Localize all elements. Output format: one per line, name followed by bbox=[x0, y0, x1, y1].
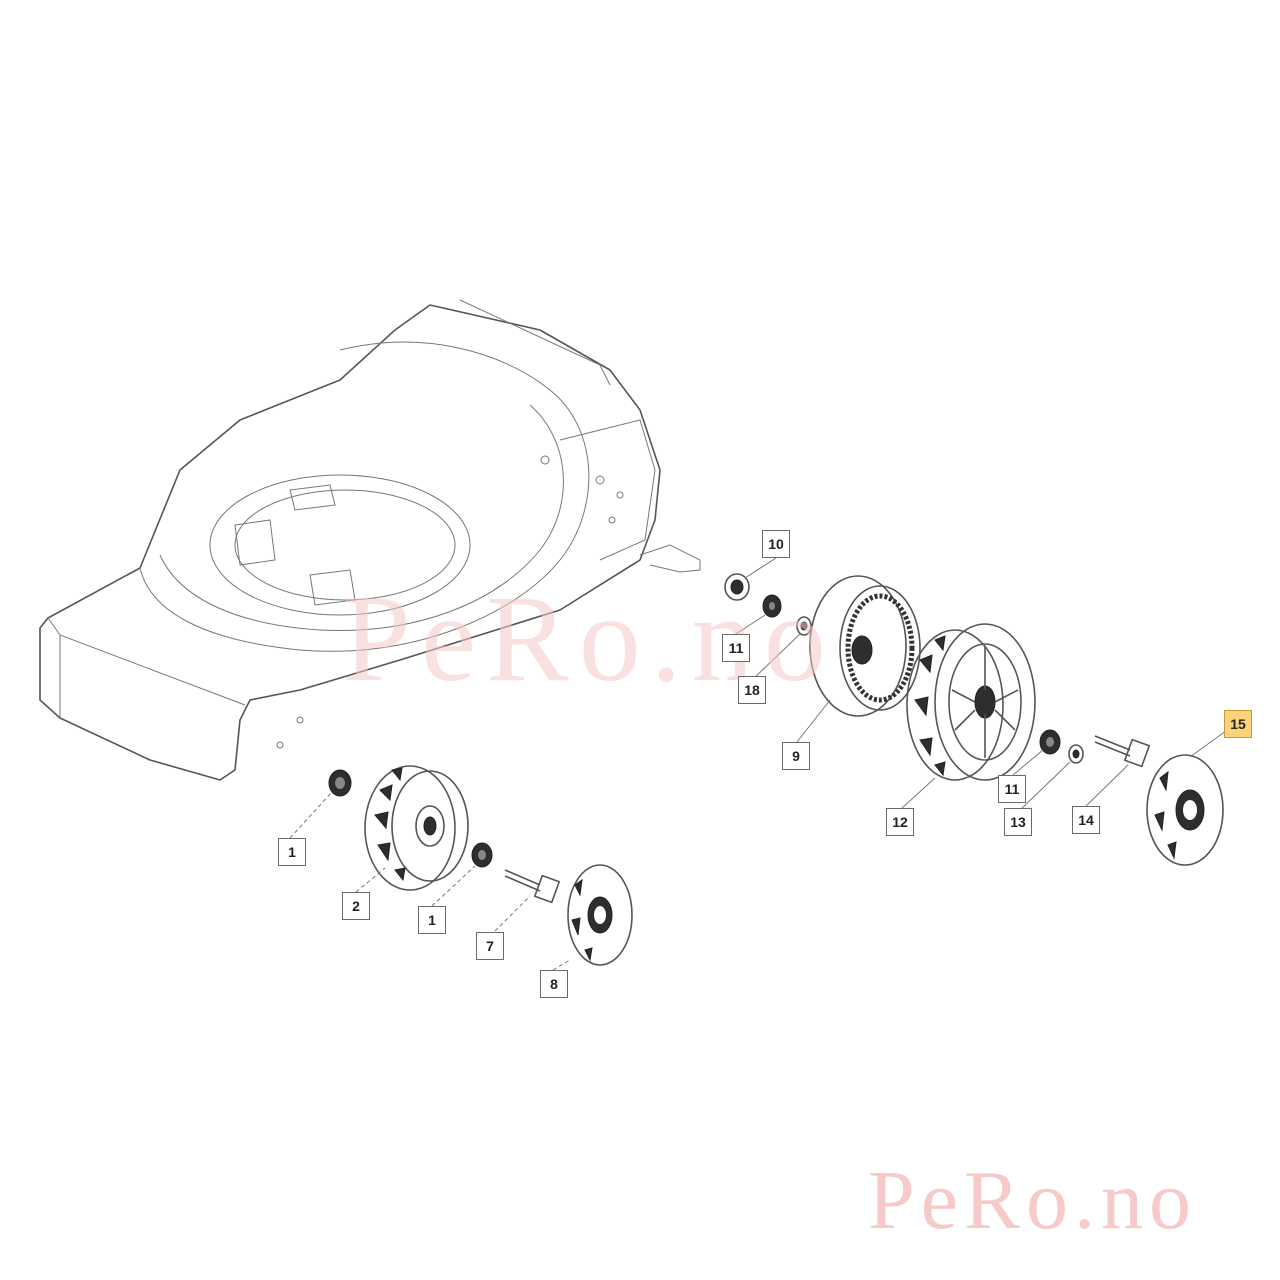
hubcap-part-8 bbox=[567, 864, 633, 966]
callout-part-1-left[interactable]: 1 bbox=[278, 838, 306, 866]
callout-part-12[interactable]: 12 bbox=[886, 808, 914, 836]
callout-part-1-right[interactable]: 1 bbox=[418, 906, 446, 934]
gear-ring-part-9 bbox=[809, 575, 921, 717]
leader-lines bbox=[289, 557, 1231, 971]
nut-part-11-upper bbox=[762, 594, 782, 618]
callout-part-11-lower[interactable]: 11 bbox=[998, 775, 1026, 803]
washer-part-10 bbox=[724, 573, 750, 601]
nut-part-1-left bbox=[328, 769, 352, 797]
mower-deck bbox=[39, 299, 701, 781]
callout-part-15[interactable]: 15 bbox=[1224, 710, 1252, 738]
callout-part-2[interactable]: 2 bbox=[342, 892, 370, 920]
washer-part-13 bbox=[1068, 744, 1084, 764]
washer-part-18 bbox=[796, 616, 812, 636]
callout-part-8[interactable]: 8 bbox=[540, 970, 568, 998]
wheel-part-2 bbox=[364, 765, 469, 891]
callout-part-13[interactable]: 13 bbox=[1004, 808, 1032, 836]
bolt-part-7 bbox=[504, 869, 561, 904]
callout-part-18[interactable]: 18 bbox=[738, 676, 766, 704]
nut-part-11-lower bbox=[1039, 729, 1061, 755]
callout-part-11-upper[interactable]: 11 bbox=[722, 634, 750, 662]
bolt-part-14 bbox=[1094, 735, 1151, 768]
hubcap-part-15 bbox=[1146, 754, 1224, 866]
wheel-part-12 bbox=[906, 623, 1036, 781]
callout-part-7[interactable]: 7 bbox=[476, 932, 504, 960]
nut-part-1-right bbox=[471, 842, 493, 868]
callout-part-14[interactable]: 14 bbox=[1072, 806, 1100, 834]
callout-part-10[interactable]: 10 bbox=[762, 530, 790, 558]
callout-part-9[interactable]: 9 bbox=[782, 742, 810, 770]
